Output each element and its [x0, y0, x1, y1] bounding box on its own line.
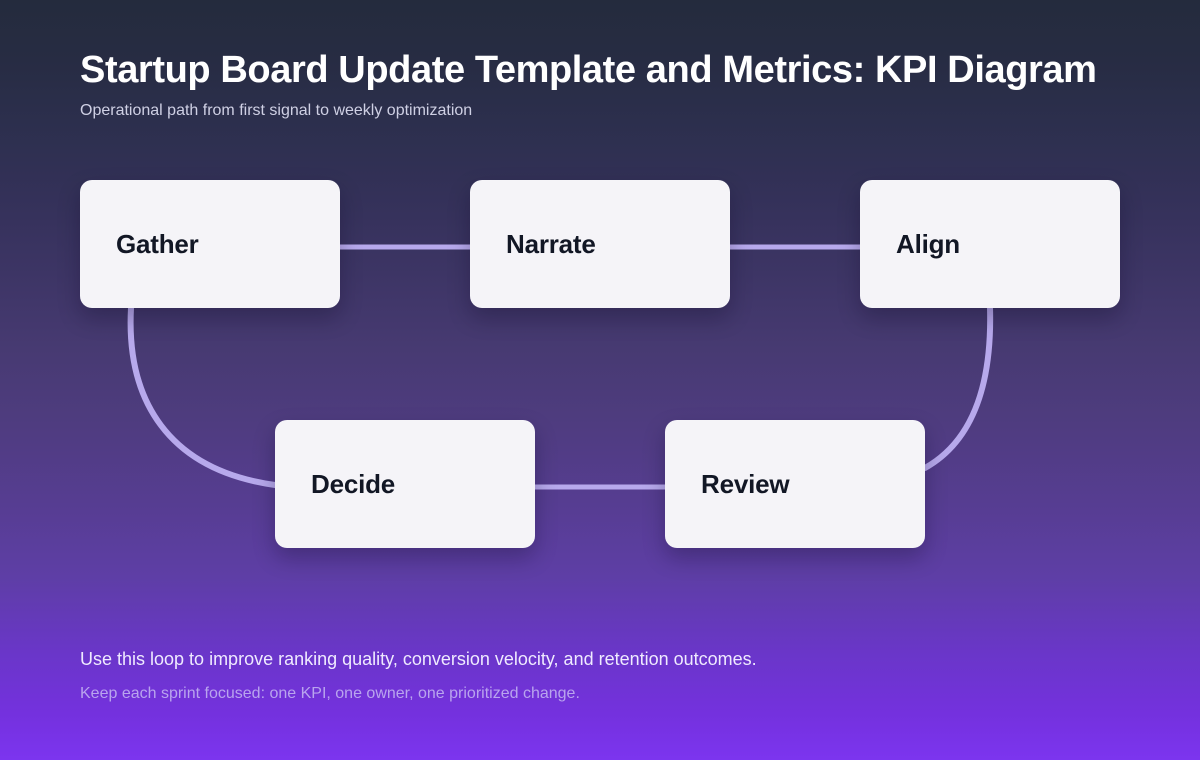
node-label: Align [896, 228, 960, 259]
edge-gather-decide [127, 305, 278, 488]
node-label: Gather [116, 228, 199, 259]
edge-align-review [922, 305, 994, 471]
node-label: Narrate [506, 228, 596, 259]
node-review[interactable]: Review [665, 420, 925, 548]
page-header: Startup Board Update Template and Metric… [80, 48, 1200, 121]
node-label: Review [701, 468, 790, 499]
node-gather[interactable]: Gather [80, 180, 340, 308]
footer-primary-text: Use this loop to improve ranking quality… [80, 649, 757, 669]
page-title: Startup Board Update Template and Metric… [80, 49, 1097, 91]
page-subtitle: Operational path from first signal to we… [80, 102, 473, 119]
node-narrate[interactable]: Narrate [470, 180, 730, 308]
footer-secondary-text: Keep each sprint focused: one KPI, one o… [80, 685, 580, 702]
node-decide[interactable]: Decide [275, 420, 535, 548]
node-align[interactable]: Align [860, 180, 1120, 308]
page-footer: Use this loop to improve ranking quality… [80, 646, 1140, 705]
node-label: Decide [311, 468, 396, 499]
